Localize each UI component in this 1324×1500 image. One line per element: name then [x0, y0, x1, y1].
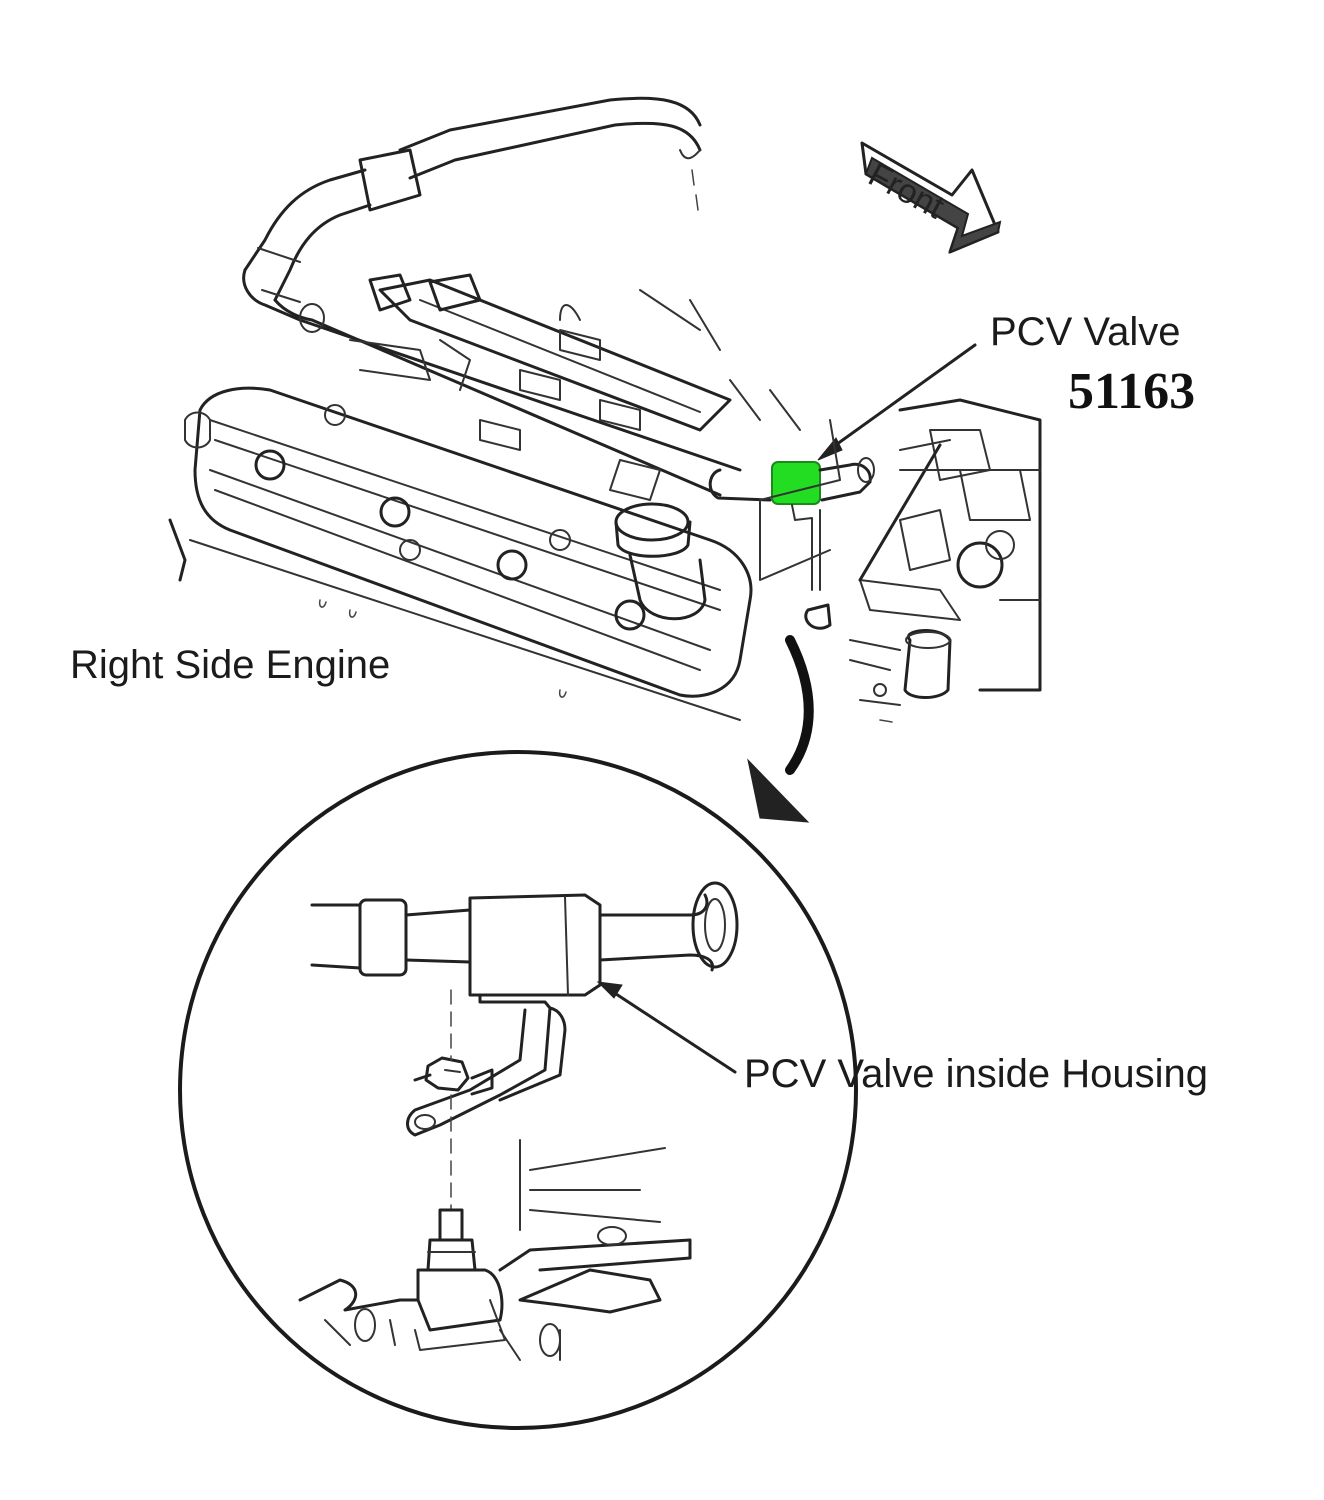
- pcv-housing-label: PCV Valve inside Housing: [744, 1052, 1208, 1096]
- right-side-engine-label: Right Side Engine: [70, 643, 391, 687]
- pcv-leader: [817, 343, 977, 461]
- part-number: 51163: [1068, 363, 1196, 420]
- front-label: Front: [862, 156, 950, 227]
- zoom-detail-circle: [178, 750, 858, 1430]
- intake-manifold: [349, 273, 801, 501]
- pcv-hose-upper: [242, 96, 742, 497]
- pcv-valve-marker: [771, 461, 821, 505]
- pcv-valve-label: PCV Valve: [990, 310, 1181, 354]
- housing-leader: [596, 981, 737, 1074]
- front-arrow: Front: [860, 141, 1002, 254]
- zoom-arrow: [747, 635, 814, 823]
- pcv-valve-highlight: [708, 457, 875, 630]
- valve-cover: [168, 386, 753, 721]
- engine-bay-right: [759, 398, 1042, 723]
